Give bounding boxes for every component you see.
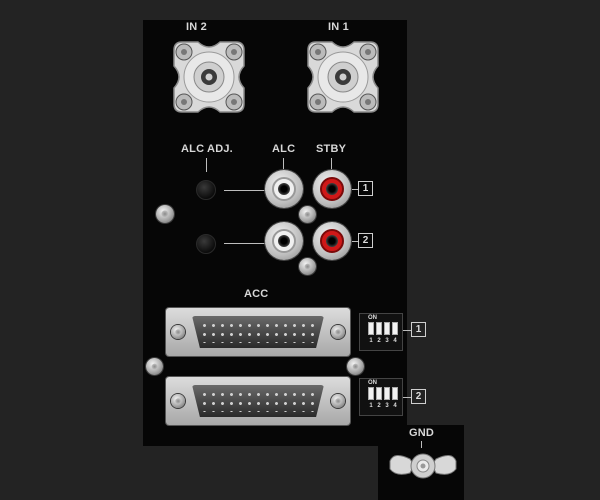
dip1-number: 1	[369, 338, 373, 344]
acc-link-line-1	[403, 330, 411, 331]
antenna-connector-in2[interactable]	[162, 30, 256, 124]
channel-number-1: 1	[358, 181, 373, 196]
dip2-on-label: ON	[368, 380, 377, 386]
channel-link-line-1	[352, 189, 358, 190]
gnd-label: GND	[409, 427, 435, 439]
dip2-number: 1	[369, 403, 373, 409]
acc2-screw-left	[171, 394, 185, 408]
acc-connector-2[interactable]	[166, 377, 350, 425]
gnd-tick	[421, 441, 422, 448]
acc2-screw-right	[331, 394, 345, 408]
acc-side-screw-left	[146, 358, 163, 375]
acc-connector-1[interactable]	[166, 308, 350, 356]
acc-label: ACC	[244, 288, 269, 300]
alc-adj-knob-2[interactable]	[196, 234, 216, 254]
alc-adj-tick	[206, 158, 207, 172]
in1-label: IN 1	[328, 21, 349, 33]
dip1-on-label: ON	[368, 315, 377, 321]
acc-side-screw-right	[347, 358, 364, 375]
in2-label: IN 2	[186, 21, 207, 33]
alc-label: ALC	[272, 143, 296, 155]
alc-jack-1[interactable]	[265, 170, 303, 208]
dip2-number: 3	[385, 403, 389, 409]
dip-switch-1[interactable]: ON 1 2 3 4	[360, 314, 402, 350]
dip1-number: 4	[393, 338, 397, 344]
antenna-connector-in1[interactable]	[296, 30, 390, 124]
stby-label: STBY	[316, 143, 347, 155]
channel-number-2: 2	[358, 233, 373, 248]
stby-jack-1[interactable]	[313, 170, 351, 208]
acc1-screw-right	[331, 325, 345, 339]
acc-number-2: 2	[411, 389, 426, 404]
alc-adj-label: ALC ADJ.	[181, 143, 233, 155]
alc-adj-knob-1[interactable]	[196, 180, 216, 200]
alc-jack-2[interactable]	[265, 222, 303, 260]
channel-link-line-2	[352, 241, 358, 242]
jack-screw-2	[299, 258, 316, 275]
dip2-number: 2	[377, 403, 381, 409]
jack-screw-1	[299, 206, 316, 223]
acc1-screw-left	[171, 325, 185, 339]
dip2-number: 4	[393, 403, 397, 409]
ground-wingnut-icon[interactable]	[388, 447, 458, 483]
panel-screw-left	[156, 205, 174, 223]
stby-tick	[331, 158, 332, 170]
dip-switch-2[interactable]: ON 1 2 3 4	[360, 379, 402, 415]
acc-link-line-2	[403, 397, 411, 398]
alc-link-line-2	[224, 243, 266, 244]
alc-link-line-1	[224, 190, 266, 191]
stby-jack-2[interactable]	[313, 222, 351, 260]
alc-tick	[283, 158, 284, 170]
dip1-number: 3	[385, 338, 389, 344]
acc-number-1: 1	[411, 322, 426, 337]
dip1-number: 2	[377, 338, 381, 344]
